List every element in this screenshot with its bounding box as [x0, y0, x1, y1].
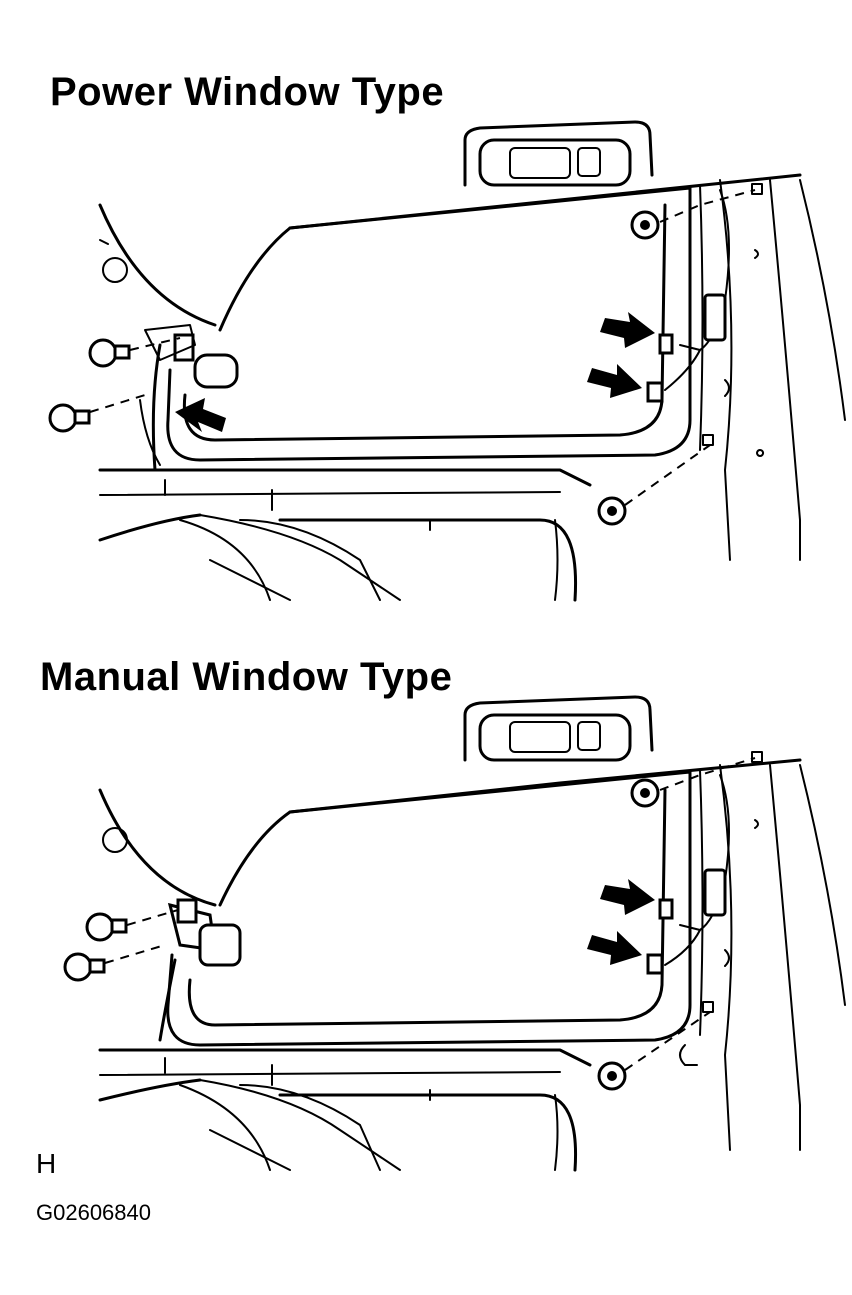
- bolt-icon: [48, 403, 91, 433]
- connector-icon: [167, 898, 242, 967]
- bolt-icon: [85, 912, 128, 942]
- bolt-icon: [88, 338, 131, 368]
- manual-window-diagram: [63, 695, 846, 1172]
- arrow-icon: [175, 398, 226, 432]
- figure-code: G02606840: [36, 1200, 151, 1225]
- clip-icon: [597, 496, 627, 526]
- clip-icon: [630, 778, 660, 808]
- bolt-icon: [63, 952, 106, 982]
- arrow-icon: [587, 931, 642, 965]
- power-window-title: Power Window Type: [50, 70, 445, 114]
- arrow-icon: [600, 879, 655, 915]
- power-window-diagram: [48, 120, 846, 602]
- arrow-icon: [587, 364, 642, 398]
- arrow-icon: [600, 312, 655, 348]
- clip-icon: [630, 210, 660, 240]
- manual-window-title: Manual Window Type: [40, 655, 453, 699]
- clip-icon: [597, 1061, 627, 1091]
- figure-mark: H: [36, 1148, 57, 1179]
